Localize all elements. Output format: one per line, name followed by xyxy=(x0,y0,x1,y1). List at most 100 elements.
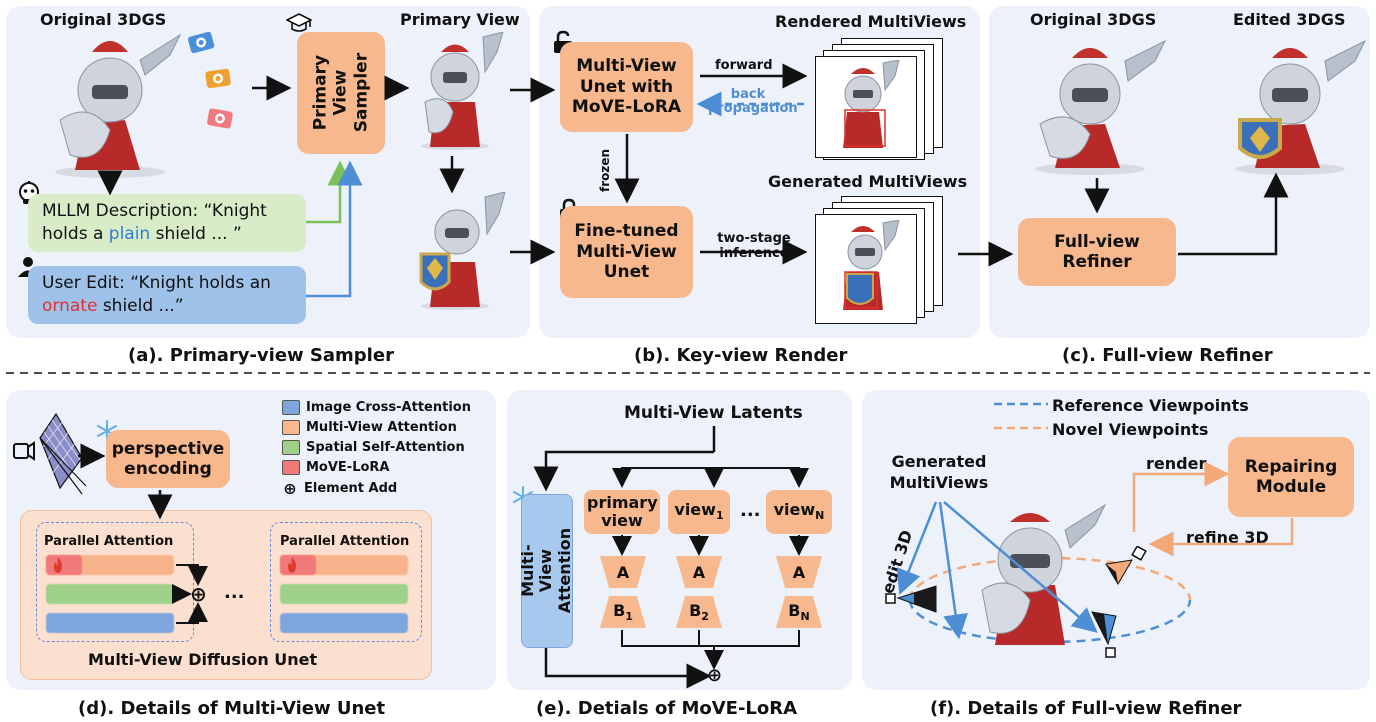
generated-views-stack xyxy=(815,196,945,326)
section-divider xyxy=(6,372,1370,374)
camera-frustum-icon xyxy=(13,412,87,495)
legend-image-cross-attention: Image Cross-Attention xyxy=(282,400,471,415)
original-3dgs-title-c: Original 3DGS xyxy=(1030,10,1157,29)
camera-icon xyxy=(188,31,215,54)
view-subscript: N xyxy=(815,509,825,523)
cross-attention-bar-1 xyxy=(46,613,174,633)
view-subscript: 1 xyxy=(715,509,724,523)
legend-label: Spatial Self-Attention xyxy=(306,440,465,455)
a-label: A xyxy=(692,562,706,582)
legend-label: Image Cross-Attention xyxy=(306,400,471,415)
rendered-views-stack xyxy=(815,38,945,160)
mllm-plain-word: plain xyxy=(108,223,151,244)
caption-e: (e). Detials of MoVE-LoRA xyxy=(536,698,798,719)
novel-viewpoints-legend-line xyxy=(994,426,1048,430)
legend-element-add: ⊕ Element Add xyxy=(282,479,397,498)
user-text-prefix: User Edit: “Knight holds an xyxy=(42,273,271,293)
knight-original-image xyxy=(55,33,182,178)
view-n-box: viewN xyxy=(766,490,832,534)
forward-label: forward xyxy=(715,58,773,73)
back-propagation-label: back propagation xyxy=(708,87,798,117)
knight-edited-primary-image xyxy=(419,192,506,310)
repairing-module-box: Repairing Module xyxy=(1228,437,1354,517)
lora-b-1: B1 xyxy=(600,596,646,628)
graduation-cap-icon xyxy=(286,13,312,32)
element-add-icon: ⊕ xyxy=(190,582,207,606)
sampler-label: Primary View Sampler xyxy=(310,53,372,133)
b-subscript: N xyxy=(800,610,810,624)
frozen-label: frozen xyxy=(598,148,612,192)
generated-multiviews-title: Generated MultiViews xyxy=(768,172,968,191)
camera-frustum-icon xyxy=(1091,611,1117,658)
legend-multi-view-attention: Multi-View Attention xyxy=(282,420,457,435)
lora-b-3: BN xyxy=(776,596,822,628)
knight-primary-view-image xyxy=(421,32,504,150)
legend-spatial-self-attention: Spatial Self-Attention xyxy=(282,440,465,455)
mllm-description-box: MLLM Description: “Knight holds a plain … xyxy=(28,194,306,252)
legend-move-lora: MoVE-LoRA xyxy=(282,460,390,475)
b-subscript: 2 xyxy=(701,610,709,624)
b-label: BN xyxy=(788,601,809,623)
mllm-text-suffix: shield ... ” xyxy=(150,223,242,244)
reference-viewpoints-legend-line xyxy=(994,402,1048,406)
multi-view-unet-lora-box: Multi-View Unet with MoVE-LoRA xyxy=(560,42,693,132)
user-edit-box: User Edit: “Knight holds an ornate shiel… xyxy=(28,266,306,324)
camera-icon xyxy=(207,108,233,129)
b-text: B xyxy=(788,600,801,620)
multi-view-attention-box: Multi-View Attention xyxy=(518,494,574,648)
spatial-attention-bar-1 xyxy=(46,584,174,604)
b-text: B xyxy=(689,600,702,620)
user-ornate-word: ornate xyxy=(42,295,98,316)
a-label: A xyxy=(792,562,806,582)
fire-icon xyxy=(288,557,296,573)
legend-label: Multi-View Attention xyxy=(306,420,457,435)
repair-label: Repairing Module xyxy=(1244,456,1338,497)
lora-a-1: A xyxy=(600,556,646,588)
lora-b-2: B2 xyxy=(676,596,722,628)
primary-view-box: primary view xyxy=(584,490,660,534)
b-label: B2 xyxy=(689,601,709,623)
legend-label: MoVE-LoRA xyxy=(306,460,390,475)
b-subscript: 1 xyxy=(625,610,633,624)
lora-a-3: A xyxy=(776,556,822,588)
parallel-attention-label-1: Parallel Attention xyxy=(44,534,174,549)
legend-label: Element Add xyxy=(304,481,398,496)
cross-attention-bar-2 xyxy=(280,613,408,633)
view-1-box: view1 xyxy=(668,490,730,534)
finetuned-label: Fine-tuned Multi-View Unet xyxy=(574,221,679,283)
parallel-attention-block-2 xyxy=(270,522,422,642)
parallel-attention-label-2: Parallel Attention xyxy=(280,534,410,549)
knight-generated-image xyxy=(843,220,900,310)
caption-b: (b). Key-view Render xyxy=(634,345,848,366)
view-n-label: viewN xyxy=(774,501,825,522)
caption-f: (f). Details of Full-view Refiner xyxy=(930,698,1242,719)
caption-a: (a). Primary-view Sampler xyxy=(128,345,394,366)
mllm-text-prefix: MLLM Description: “Knight holds a xyxy=(42,201,267,244)
full-view-refiner-box: Full-view Refiner xyxy=(1018,218,1176,286)
a-label: A xyxy=(616,562,630,582)
knight-edited-c-image xyxy=(1235,39,1367,175)
perspective-encoding-box: perspective encoding xyxy=(106,430,230,488)
lora-a-2: A xyxy=(676,556,722,588)
original-3dgs-title: Original 3DGS xyxy=(40,10,167,29)
knight-rendered-image xyxy=(843,60,900,148)
knight-original-c-image xyxy=(1035,39,1167,175)
primary-view-title: Primary View xyxy=(400,10,520,29)
element-add-icon: ⊕ xyxy=(283,479,297,498)
two-stage-inference-label: two-stage inference xyxy=(717,231,791,261)
view-text: view xyxy=(674,500,716,520)
reference-viewpoints-label: Reference Viewpoints xyxy=(1052,396,1249,415)
fine-tuned-unet-box: Fine-tuned Multi-View Unet xyxy=(560,206,693,298)
primary-view-sampler-box: Primary View Sampler xyxy=(297,32,385,154)
ellipsis: ... xyxy=(224,582,245,603)
element-add-icon: ⊕ xyxy=(707,665,723,686)
rendered-multiviews-title: Rendered MultiViews xyxy=(775,12,967,31)
novel-viewpoints-label: Novel Viewpoints xyxy=(1052,420,1209,439)
fire-icon xyxy=(54,557,62,573)
view-1-label: view1 xyxy=(674,501,723,522)
camera-frustum-icon xyxy=(885,585,937,613)
spatial-attention-bar-2 xyxy=(280,584,408,604)
ellipsis: ... xyxy=(740,500,761,521)
view-text: view xyxy=(773,500,816,520)
generated-multiviews-label-f: Generated MultiViews xyxy=(889,452,989,492)
